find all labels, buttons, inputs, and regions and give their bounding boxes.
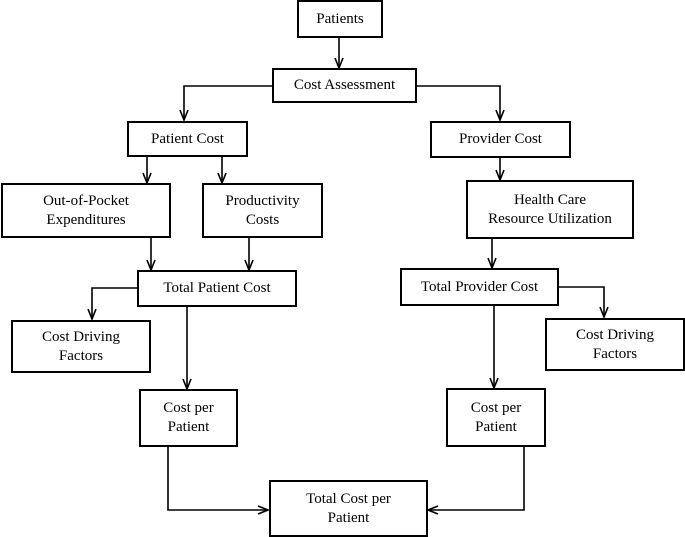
node-patients: Patients <box>297 0 383 38</box>
node-cost-per-patient-left: Cost per Patient <box>139 389 238 447</box>
arrow-cost-assessment-to-provider-cost <box>416 85 500 120</box>
node-provider-cost: Provider Cost <box>430 121 571 158</box>
node-cost-driving-factors-right: Cost Driving Factors <box>545 318 685 371</box>
node-out-of-pocket-expenditures: Out-of-Pocket Expenditures <box>1 183 171 238</box>
arrow-cost-per-patient-right-to-total <box>428 446 525 510</box>
arrow-cost-assessment-to-patient-cost <box>184 85 273 120</box>
node-health-care-resource-utilization: Health Care Resource Utilization <box>466 180 634 239</box>
node-cost-assessment: Cost Assessment <box>272 68 417 103</box>
node-total-provider-cost: Total Provider Cost <box>400 268 559 306</box>
arrow-total-patient-cost-to-cost-driving-left <box>92 287 138 319</box>
node-cost-driving-factors-left: Cost Driving Factors <box>11 320 151 373</box>
node-cost-per-patient-right: Cost per Patient <box>446 388 546 447</box>
arrow-total-provider-cost-to-cost-driving-right <box>558 286 604 317</box>
node-total-patient-cost: Total Patient Cost <box>137 270 297 307</box>
node-patient-cost: Patient Cost <box>127 121 248 157</box>
arrow-cost-per-patient-left-to-total <box>167 447 268 510</box>
node-productivity-costs: Productivity Costs <box>202 183 323 238</box>
node-total-cost-per-patient: Total Cost per Patient <box>269 480 428 537</box>
